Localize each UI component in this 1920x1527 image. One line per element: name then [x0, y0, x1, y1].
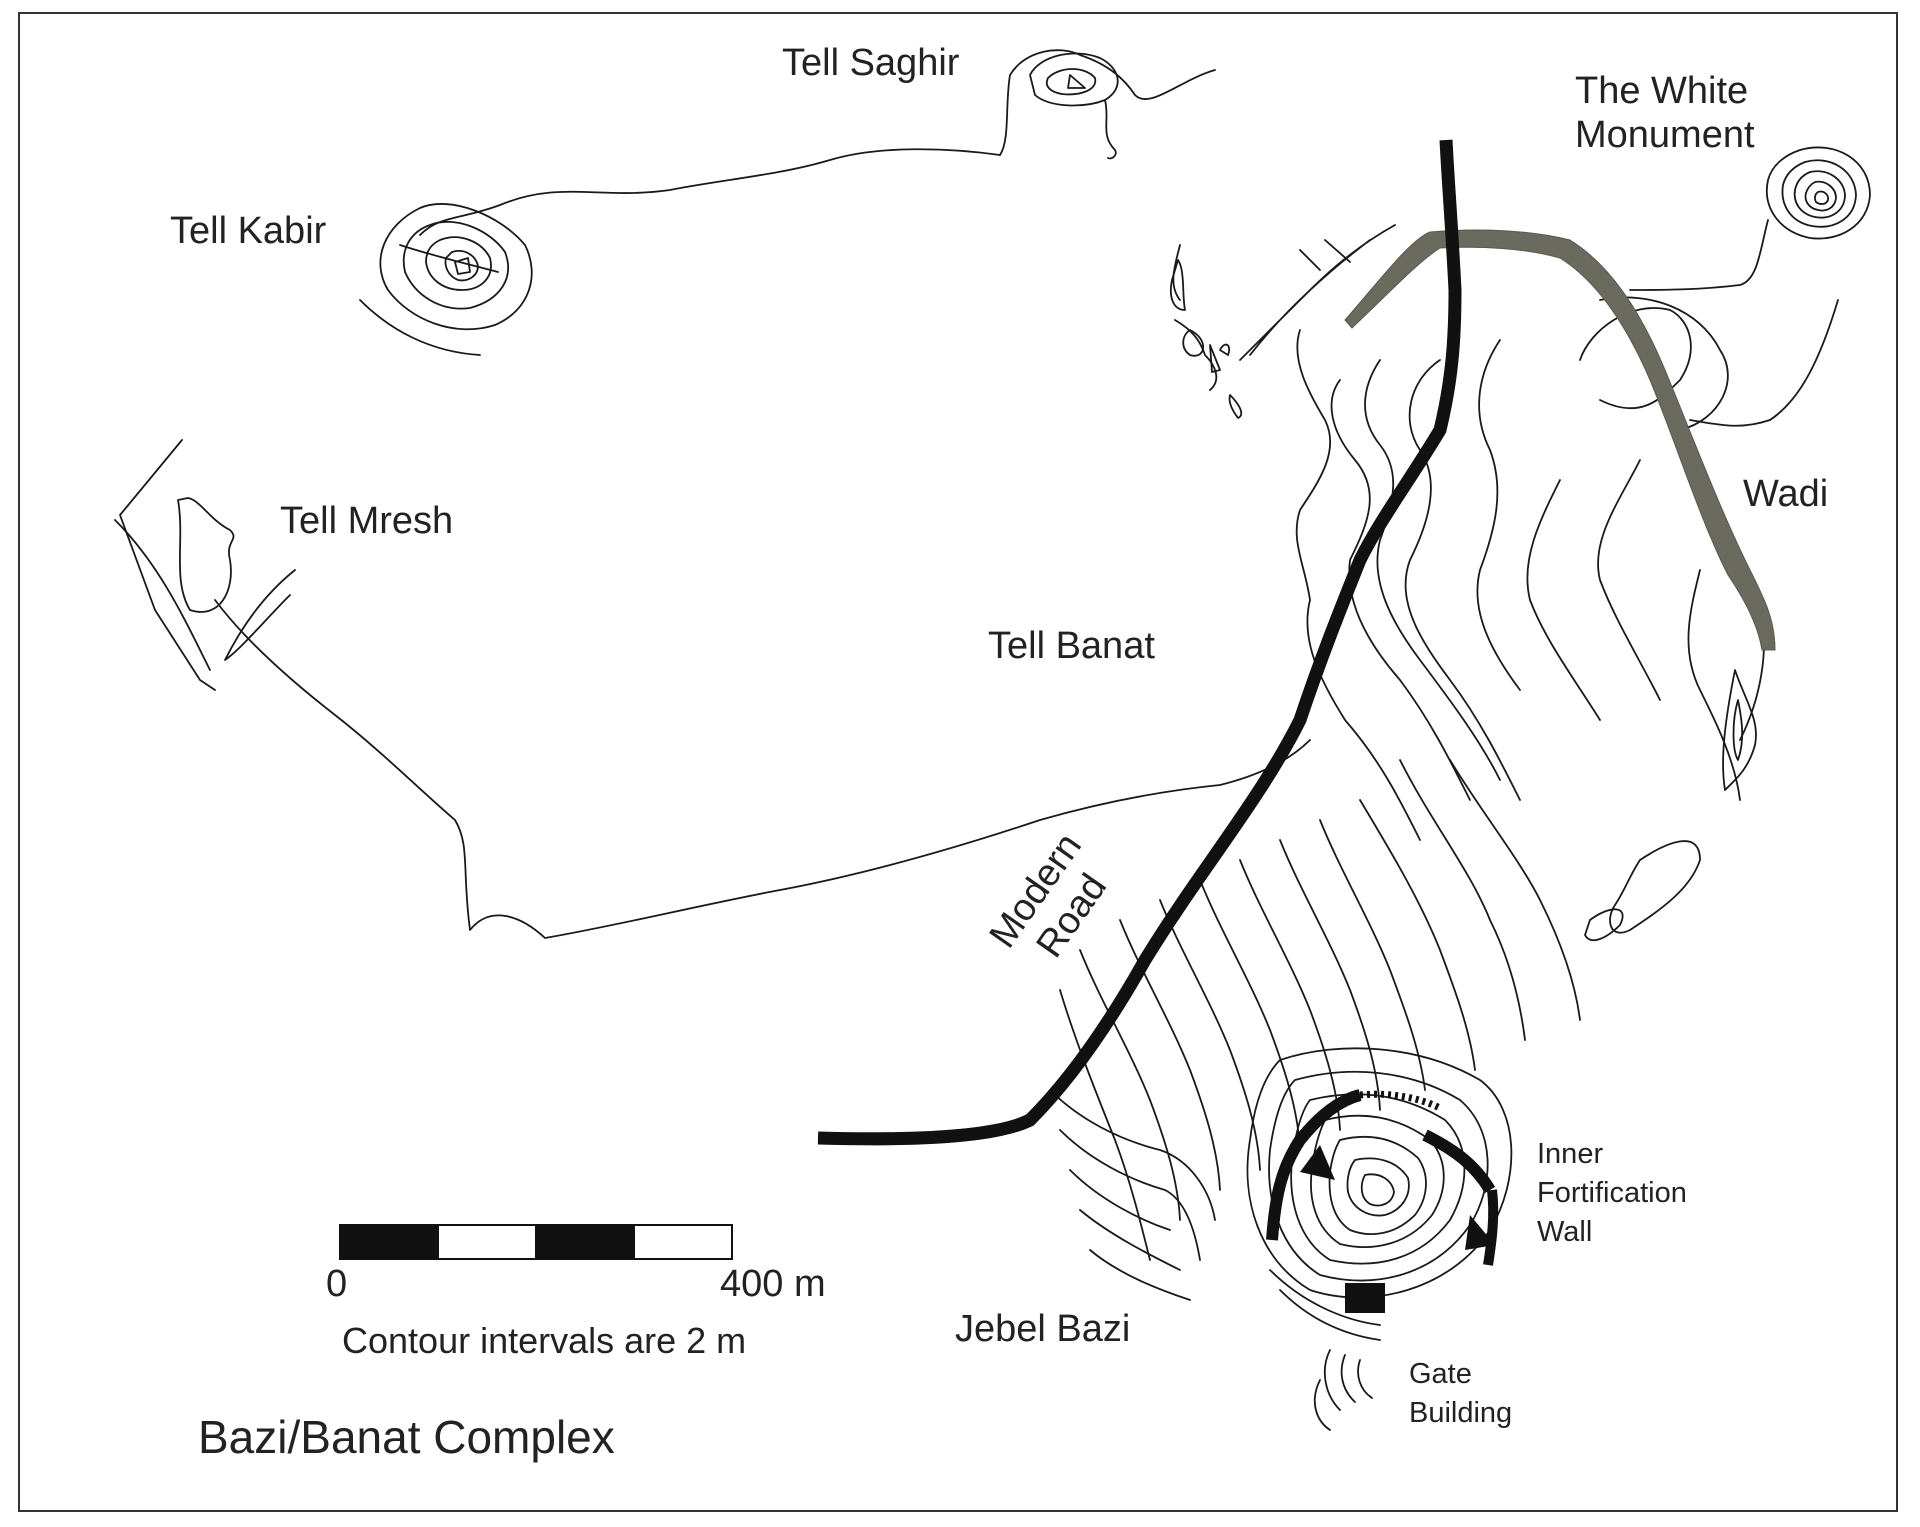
contour-interval-note: Contour intervals are 2 m [342, 1320, 747, 1361]
label-gate-line2: Building [1409, 1397, 1513, 1430]
scale-bar-start-label: 0 [326, 1263, 348, 1305]
scale-bar-end-label: 400 m [720, 1263, 826, 1305]
scale-bar-segment-4 [633, 1224, 733, 1260]
white-monument-contours [1629, 146, 1871, 427]
tell-kabir-contours [359, 203, 533, 356]
scale-bar [339, 1224, 733, 1260]
map-frame [18, 12, 1898, 1512]
label-gate-line1: Gate [1409, 1358, 1472, 1390]
scale-bar-segment-2 [437, 1224, 537, 1260]
label-tell-banat: Tell Banat [988, 625, 1155, 667]
scale-bar-segment-3 [535, 1224, 635, 1260]
label-inner-wall-line1: Inner [1537, 1138, 1604, 1170]
tell-banat-islands [1170, 259, 1243, 419]
tell-saghir-contours [1029, 52, 1119, 160]
label-tell-mresh: Tell Mresh [280, 500, 454, 542]
label-white-monument-line2: Monument [1575, 113, 1755, 156]
label-wadi: Wadi [1743, 473, 1829, 515]
gate-building [1345, 1283, 1385, 1313]
modern-road [817, 139, 1462, 1146]
wadi-channel [1344, 229, 1776, 651]
eastern-contours [1049, 224, 1765, 1301]
label-gate-building: Gate Building [1409, 1355, 1512, 1433]
label-inner-wall-line3: Wall [1537, 1216, 1593, 1249]
label-inner-wall-line2: Fortification [1537, 1177, 1687, 1210]
inner-fortification-wall [1266, 1089, 1499, 1266]
label-tell-saghir: Tell Saghir [782, 42, 960, 84]
label-inner-fortification-wall: Inner Fortification Wall [1537, 1135, 1687, 1252]
tell-mresh-contours [114, 439, 296, 691]
label-white-monument: The White Monument [1575, 70, 1755, 157]
label-jebel-bazi: Jebel Bazi [955, 1308, 1131, 1350]
map-title: Bazi/Banat Complex [198, 1411, 615, 1463]
scale-bar-segment-1 [339, 1224, 439, 1260]
label-tell-kabir: Tell Kabir [170, 210, 327, 252]
label-white-monument-line1: The White [1575, 70, 1749, 112]
